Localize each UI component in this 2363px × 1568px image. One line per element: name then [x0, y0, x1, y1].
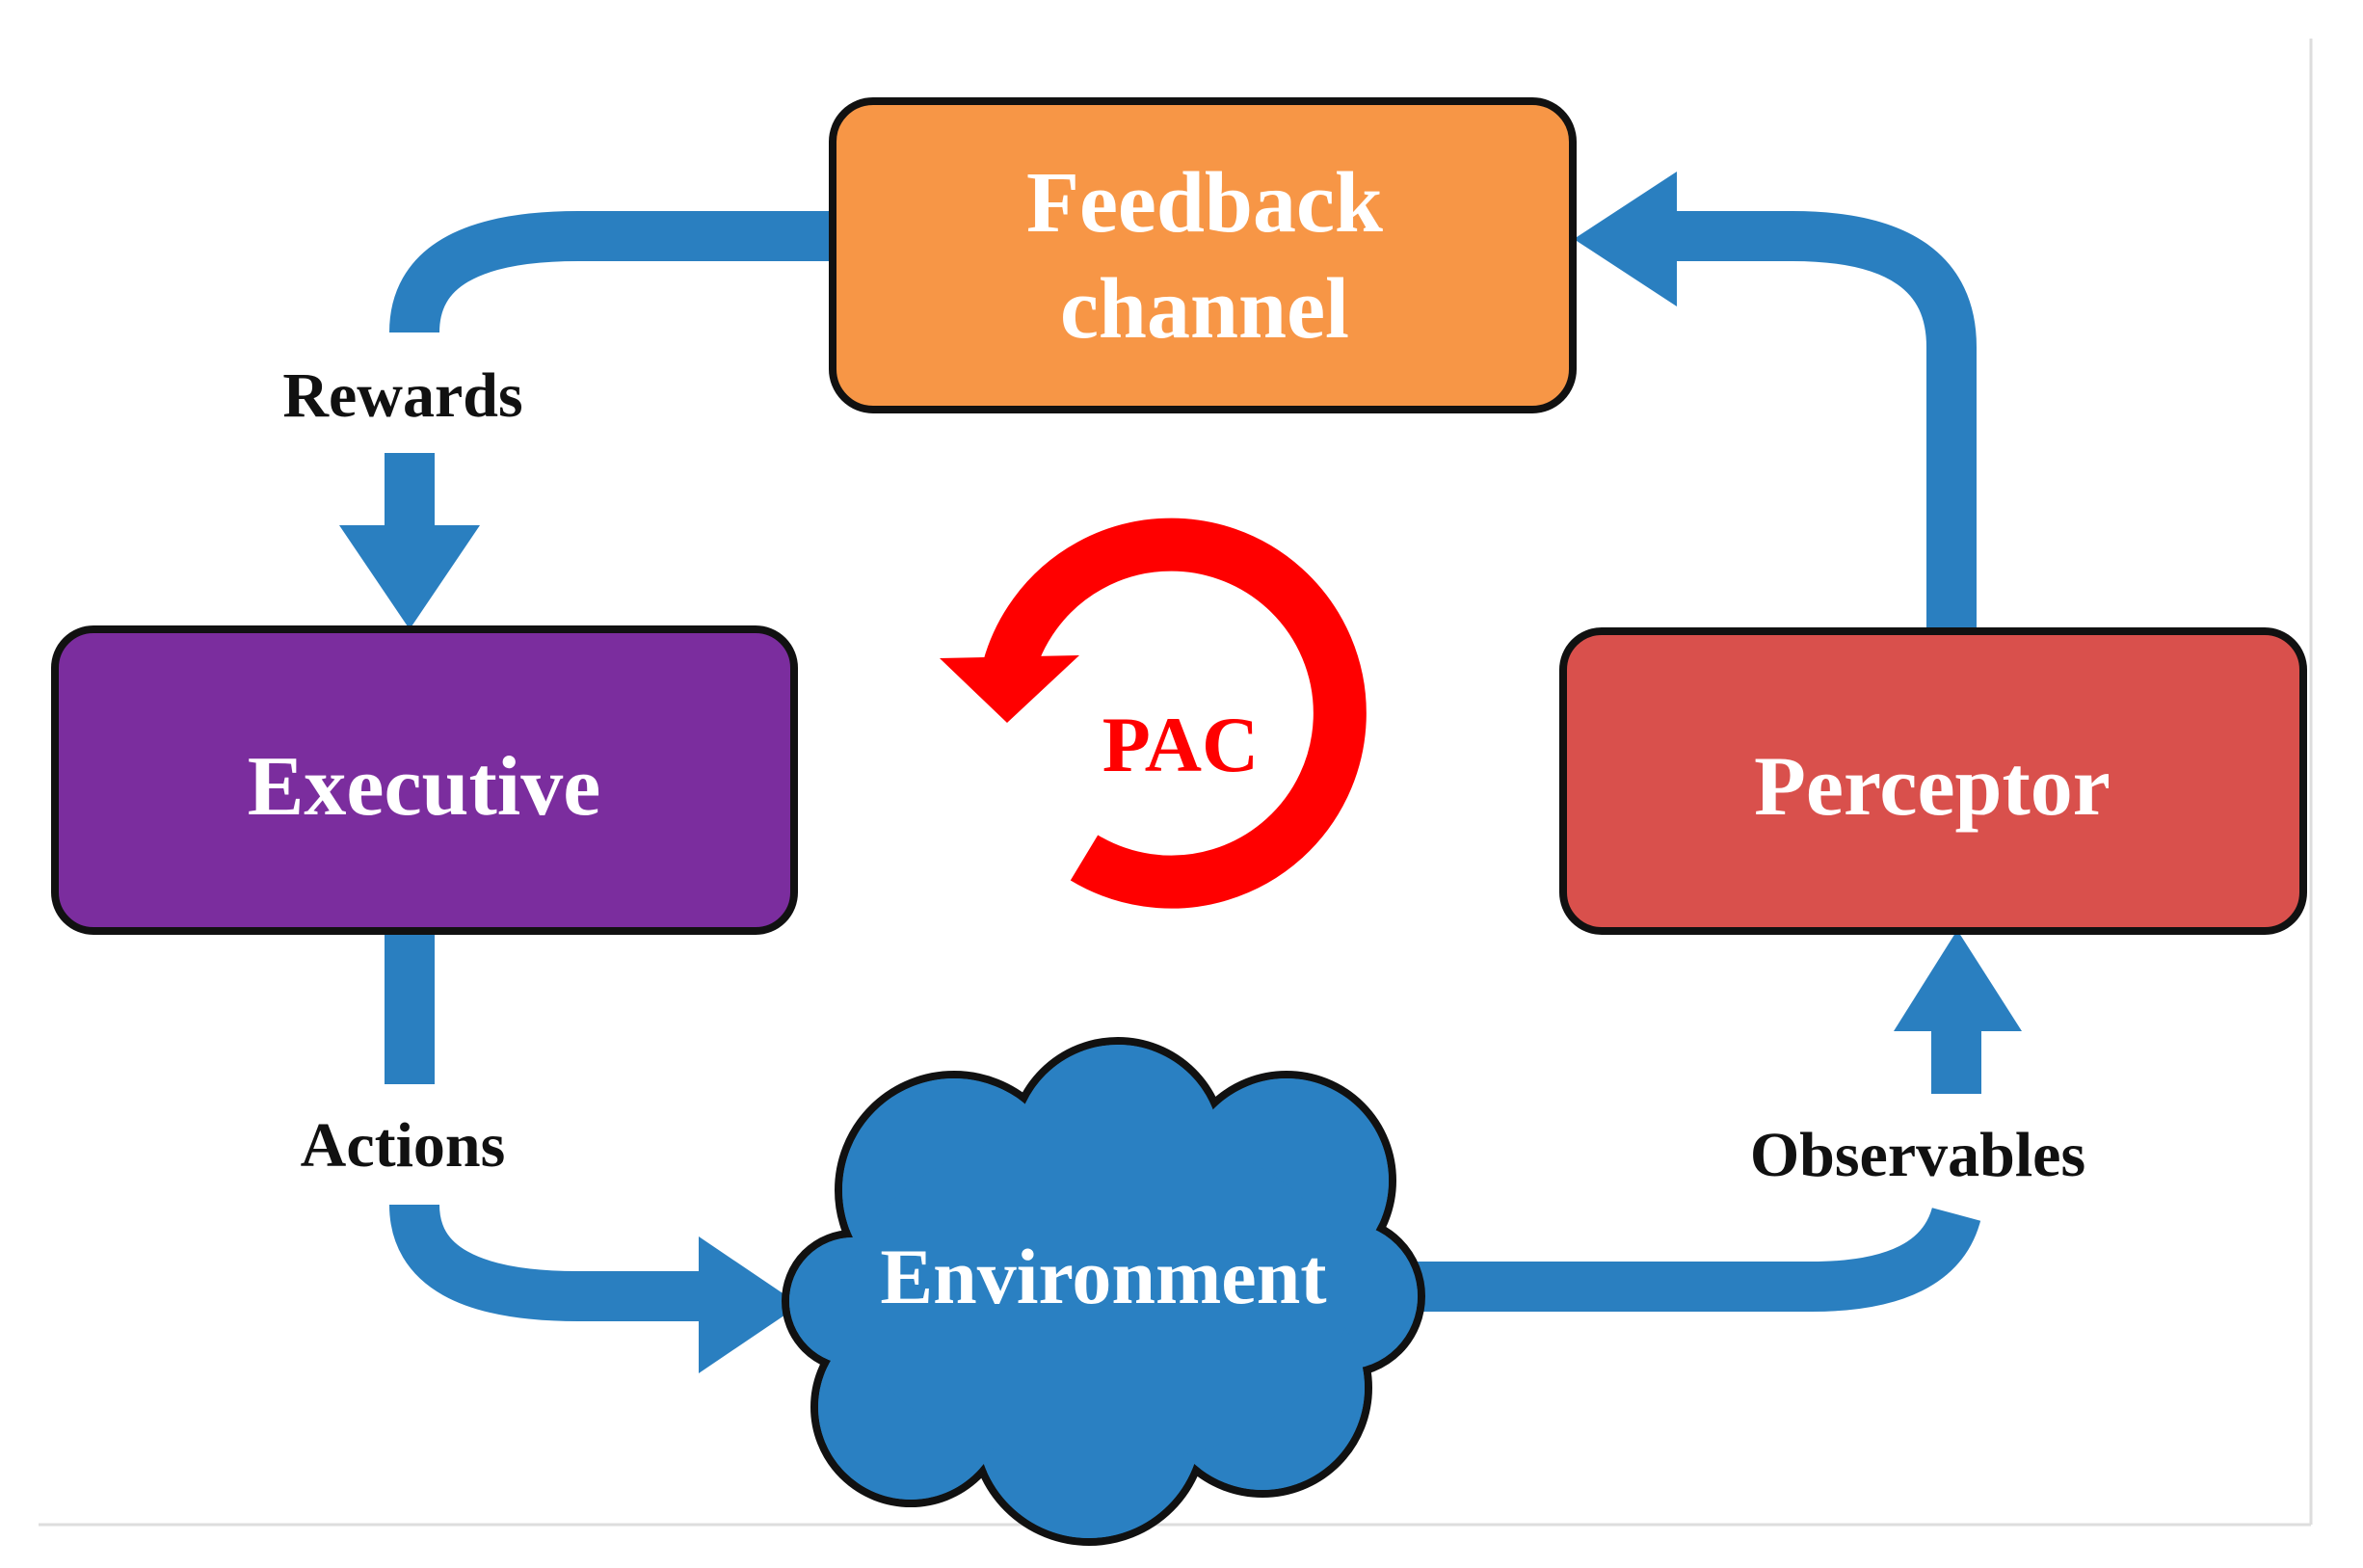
- actions-label: Actions: [301, 1110, 506, 1181]
- perceptor-box: [1559, 627, 2307, 935]
- executive-node: Executive: [51, 625, 798, 935]
- pac-cycle-arrow-head-icon: [940, 655, 1079, 723]
- perceptor-to-feedback-connector: [1672, 211, 1977, 631]
- feedback-to-rewards-connector: [389, 211, 838, 334]
- arrow-head-up-icon: [1894, 930, 2022, 1031]
- environment-to-observables-connector: [1393, 1206, 1981, 1312]
- feedback-channel-box: [829, 97, 1577, 413]
- rewards-label: Rewards: [282, 360, 522, 431]
- feedback-channel-label-line1: Feedback: [1026, 155, 1383, 251]
- executive-box: [51, 625, 798, 935]
- feedback-channel-label-line2: channel: [1060, 261, 1349, 357]
- pac-cycle-arrow-icon: [981, 518, 1367, 909]
- pac-label: PAC: [1102, 701, 1259, 788]
- arrow-head-left-icon: [1574, 172, 1677, 306]
- environment-node: Environment: [782, 1037, 1425, 1546]
- perceptor-label: Perceptor: [1754, 740, 2111, 834]
- arrow-head-right-icon: [699, 1236, 800, 1373]
- observables-label: Observables: [1750, 1120, 2085, 1190]
- feedback-channel-node: Feedback channel: [829, 97, 1577, 413]
- actions-to-environment-connector: [389, 1203, 704, 1321]
- pac-cycle: PAC: [940, 518, 1367, 909]
- flow-arrows: [385, 211, 1981, 1321]
- perceptor-node: Perceptor: [1559, 627, 2307, 935]
- environment-label: Environment: [880, 1233, 1326, 1320]
- arrow-head-down-icon: [339, 525, 480, 629]
- executive-label: Executive: [248, 740, 601, 834]
